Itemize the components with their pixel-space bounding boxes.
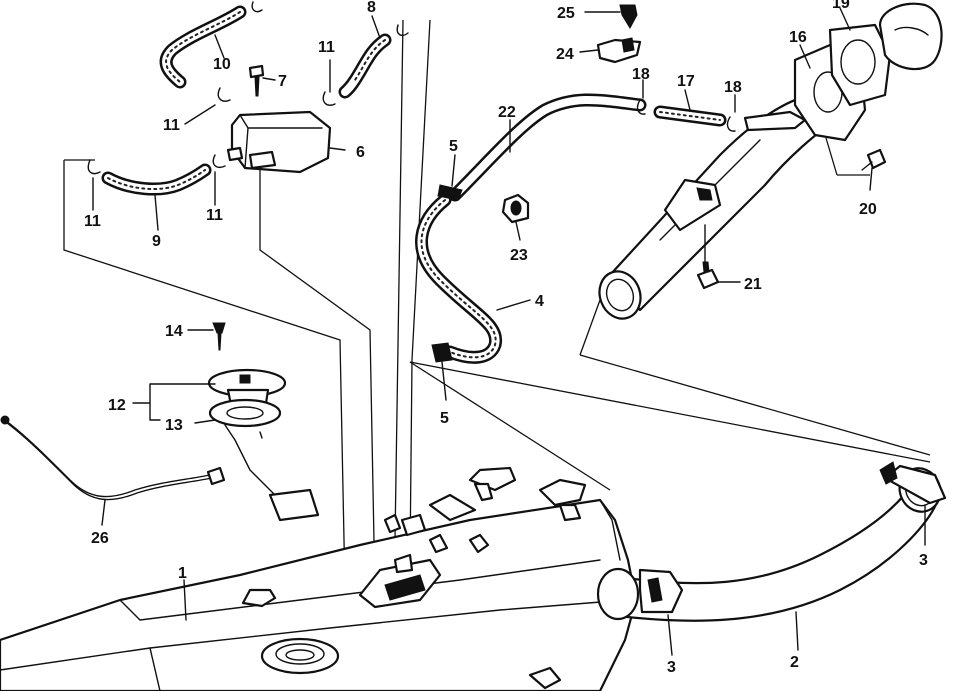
callout-13: 13	[165, 417, 183, 434]
holder-24	[596, 37, 642, 64]
callout-5-lower: 5	[440, 410, 449, 427]
callout-16: 16	[789, 29, 807, 46]
assembly-guide-lines	[63, 19, 931, 596]
callout-26: 26	[91, 530, 109, 547]
callout-19: 19	[832, 0, 850, 12]
hose-17	[653, 105, 727, 127]
fuel-filler-pipe	[598, 2, 943, 320]
wire-harness-26	[0, 415, 226, 501]
breather-hose-22	[448, 93, 647, 202]
callout-10: 10	[213, 56, 231, 73]
callout-8: 8	[367, 0, 376, 16]
callout-18-b: 18	[724, 79, 742, 96]
callout-11-d: 11	[206, 207, 223, 224]
leader-lines	[92, 7, 926, 656]
callout-24: 24	[556, 46, 574, 63]
bolt-21	[696, 261, 720, 290]
callout-18-a: 18	[632, 66, 650, 83]
screw-14	[212, 322, 226, 351]
callout-1: 1	[178, 565, 187, 582]
hose-clamps-5	[431, 184, 463, 363]
bolt-20	[861, 148, 887, 171]
two-way-valve-6	[226, 110, 332, 174]
callout-labels: 1 2 3 3 4 5 5 6 7 8 9 10 11 11 11 11 12 …	[84, 0, 928, 676]
hose-9	[101, 163, 212, 196]
fuel-tank	[0, 466, 638, 691]
hose-4	[415, 193, 503, 364]
clips-11	[87, 87, 336, 175]
callout-20: 20	[859, 201, 877, 218]
callout-11-c: 11	[84, 213, 101, 230]
hose-8	[338, 24, 409, 99]
callout-14: 14	[165, 323, 183, 340]
clips-18	[636, 99, 807, 132]
callout-12: 12	[108, 397, 126, 414]
callout-9: 9	[152, 233, 161, 250]
callout-22: 22	[498, 104, 516, 121]
callout-21: 21	[744, 276, 762, 293]
callout-7: 7	[278, 73, 287, 90]
callout-25: 25	[557, 5, 575, 22]
callout-3-right: 3	[919, 552, 928, 569]
grommet-23	[501, 193, 530, 224]
clip-25	[619, 4, 638, 30]
callout-2: 2	[790, 654, 799, 671]
hose-10	[159, 1, 263, 89]
callout-23: 23	[510, 247, 528, 264]
callout-4: 4	[535, 293, 544, 310]
callout-3-lower: 3	[667, 659, 676, 676]
callout-11-a: 11	[163, 117, 180, 134]
callout-11-b: 11	[318, 39, 335, 56]
callout-5-upper: 5	[449, 138, 458, 155]
callout-6: 6	[356, 144, 365, 161]
callout-17: 17	[677, 73, 695, 90]
filler-neck-hose	[596, 461, 947, 622]
fuel-sender-unit	[207, 368, 320, 522]
screw-7	[248, 64, 265, 97]
